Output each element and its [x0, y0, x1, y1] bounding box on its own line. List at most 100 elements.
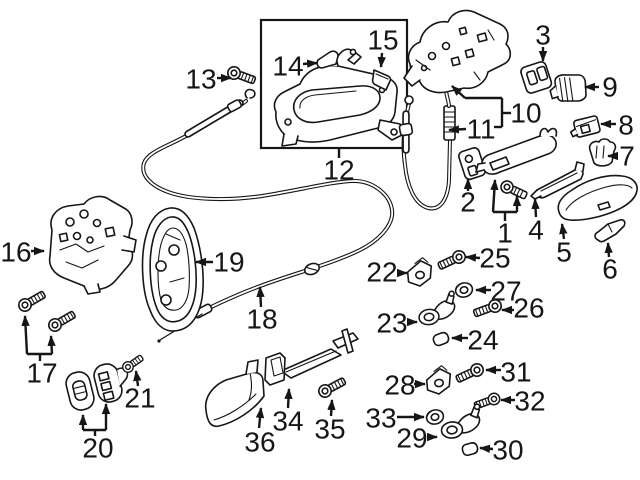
callout-32[interactable]: 32	[500, 386, 546, 417]
callout-label-35[interactable]: 35	[314, 414, 345, 445]
callout-15[interactable]: 15	[367, 25, 399, 68]
clip-8	[569, 115, 601, 138]
cable-hook-end	[244, 88, 256, 99]
callout-label-23[interactable]: 23	[376, 308, 407, 339]
callout-24[interactable]: 24	[451, 325, 499, 356]
callout-19[interactable]: 19	[195, 247, 245, 278]
callout-label-11[interactable]: 11	[466, 114, 495, 145]
callout-label-24[interactable]: 24	[467, 325, 498, 356]
callout-18[interactable]: 18	[246, 286, 278, 335]
callout-26[interactable]: 26	[501, 293, 545, 324]
exterior-handle	[557, 174, 638, 221]
callout-1[interactable]: 1	[490, 179, 522, 249]
callout-label-9[interactable]: 9	[602, 72, 618, 103]
callout-arrow	[490, 179, 499, 213]
callout-3[interactable]: 3	[535, 20, 551, 62]
callout-label-20[interactable]: 20	[82, 433, 113, 464]
callout-label-1[interactable]: 1	[497, 218, 513, 249]
callout-13[interactable]: 13	[185, 64, 232, 95]
callout-label-27[interactable]: 27	[490, 276, 521, 307]
callout-arrow	[531, 198, 540, 218]
callout-7[interactable]: 7	[607, 141, 635, 172]
callout-label-34[interactable]: 34	[272, 406, 303, 437]
cap-24	[431, 330, 451, 348]
callout-label-25[interactable]: 25	[479, 243, 510, 274]
callout-6[interactable]: 6	[602, 242, 618, 285]
callout-23[interactable]: 23	[376, 308, 418, 339]
clip-strip	[371, 69, 392, 91]
callout-9[interactable]: 9	[584, 72, 618, 103]
grommet-33	[424, 407, 446, 427]
callout-2[interactable]: 2	[460, 178, 476, 218]
callout-10[interactable]: 10	[451, 85, 542, 129]
callout-label-10[interactable]: 10	[510, 98, 541, 129]
callout-arrow	[284, 388, 293, 409]
wedge-cover	[204, 359, 265, 428]
callout-arrow	[302, 59, 318, 68]
screw-17b	[45, 307, 78, 335]
door-check-strap	[264, 328, 359, 386]
callout-label-13[interactable]: 13	[185, 64, 216, 95]
callout-36[interactable]: 36	[244, 407, 276, 458]
hinge-29	[438, 403, 483, 440]
callout-22[interactable]: 22	[366, 257, 408, 288]
callout-label-15[interactable]: 15	[367, 25, 398, 56]
callout-arrow	[255, 407, 265, 429]
callout-arrow	[451, 85, 466, 99]
callout-30[interactable]: 30	[479, 435, 524, 466]
callout-17[interactable]: 17	[21, 315, 58, 389]
callout-21[interactable]: 21	[124, 370, 156, 414]
callout-label-12[interactable]: 12	[323, 155, 354, 186]
callout-12[interactable]: 12	[323, 148, 355, 186]
screw-13	[227, 66, 257, 85]
callout-label-31[interactable]: 31	[500, 357, 531, 388]
callout-label-5[interactable]: 5	[556, 237, 572, 268]
callout-label-17[interactable]: 17	[26, 358, 57, 389]
callout-label-18[interactable]: 18	[246, 304, 277, 335]
callout-28[interactable]: 28	[384, 370, 426, 401]
callout-31[interactable]: 31	[485, 357, 532, 388]
callout-27[interactable]: 27	[475, 276, 522, 307]
callout-label-14[interactable]: 14	[272, 51, 303, 82]
callout-11[interactable]: 11	[448, 114, 496, 145]
callout-label-32[interactable]: 32	[514, 386, 545, 417]
callout-33[interactable]: 33	[365, 403, 425, 434]
callout-arrow	[133, 370, 142, 387]
callout-label-30[interactable]: 30	[492, 435, 523, 466]
callout-5[interactable]: 5	[556, 223, 572, 268]
callout-label-16[interactable]: 16	[0, 237, 31, 268]
callout-16[interactable]: 16	[0, 237, 45, 268]
bolt-31	[453, 360, 487, 386]
hinge-23	[415, 290, 459, 327]
callout-label-19[interactable]: 19	[213, 247, 244, 278]
handle-bar	[530, 161, 585, 200]
callout-arrow	[256, 286, 265, 308]
callout-25[interactable]: 25	[465, 243, 511, 274]
callout-8[interactable]: 8	[600, 110, 634, 141]
callout-label-7[interactable]: 7	[619, 141, 635, 172]
callout-label-33[interactable]: 33	[365, 403, 396, 434]
callout-label-2[interactable]: 2	[460, 187, 476, 218]
callout-14[interactable]: 14	[272, 51, 318, 82]
callout-35[interactable]: 35	[314, 399, 346, 445]
callout-label-22[interactable]: 22	[366, 257, 397, 288]
lock-plates	[65, 363, 129, 411]
callout-label-3[interactable]: 3	[535, 20, 551, 51]
callout-label-6[interactable]: 6	[602, 254, 618, 285]
callout-label-21[interactable]: 21	[124, 383, 155, 414]
striker-22	[405, 256, 434, 288]
callout-arrow	[559, 223, 568, 240]
inset-box-frame	[259, 18, 409, 150]
callout-label-29[interactable]: 29	[396, 423, 427, 454]
callout-label-28[interactable]: 28	[384, 370, 415, 401]
release-lever	[316, 48, 362, 69]
callout-label-36[interactable]: 36	[244, 427, 275, 458]
callout-label-26[interactable]: 26	[513, 293, 544, 324]
callout-label-8[interactable]: 8	[618, 110, 634, 141]
callout-20[interactable]: 20	[78, 403, 114, 464]
callout-4[interactable]: 4	[528, 198, 544, 246]
callout-arrow	[465, 253, 481, 262]
callout-29[interactable]: 29	[396, 423, 438, 454]
callout-34[interactable]: 34	[272, 388, 304, 437]
callout-label-4[interactable]: 4	[528, 215, 544, 246]
